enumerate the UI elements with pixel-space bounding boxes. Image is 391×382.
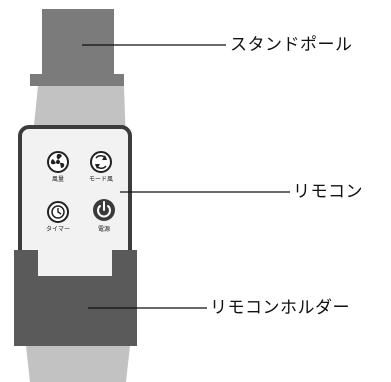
callout-remote: リモコン xyxy=(293,182,363,202)
power-icon[interactable] xyxy=(93,199,115,221)
mode-cycle-icon[interactable] xyxy=(90,151,112,173)
wind-volume-label: 風量 xyxy=(51,176,64,183)
mode-wind-label: モード風 xyxy=(88,176,113,183)
clock-icon[interactable] xyxy=(47,201,69,223)
remote-holder xyxy=(14,250,137,346)
stand-pole-collar xyxy=(30,74,124,86)
stand-pole-top xyxy=(42,9,114,74)
callout-remote-holder: リモコンホルダー xyxy=(210,298,350,318)
fan-icon[interactable] xyxy=(47,151,69,173)
callout-stand-pole: スタンドポール xyxy=(230,35,353,55)
power-label: 電源 xyxy=(97,226,110,233)
stand-pole-lower xyxy=(26,346,130,382)
timer-label: タイマー xyxy=(45,226,70,233)
